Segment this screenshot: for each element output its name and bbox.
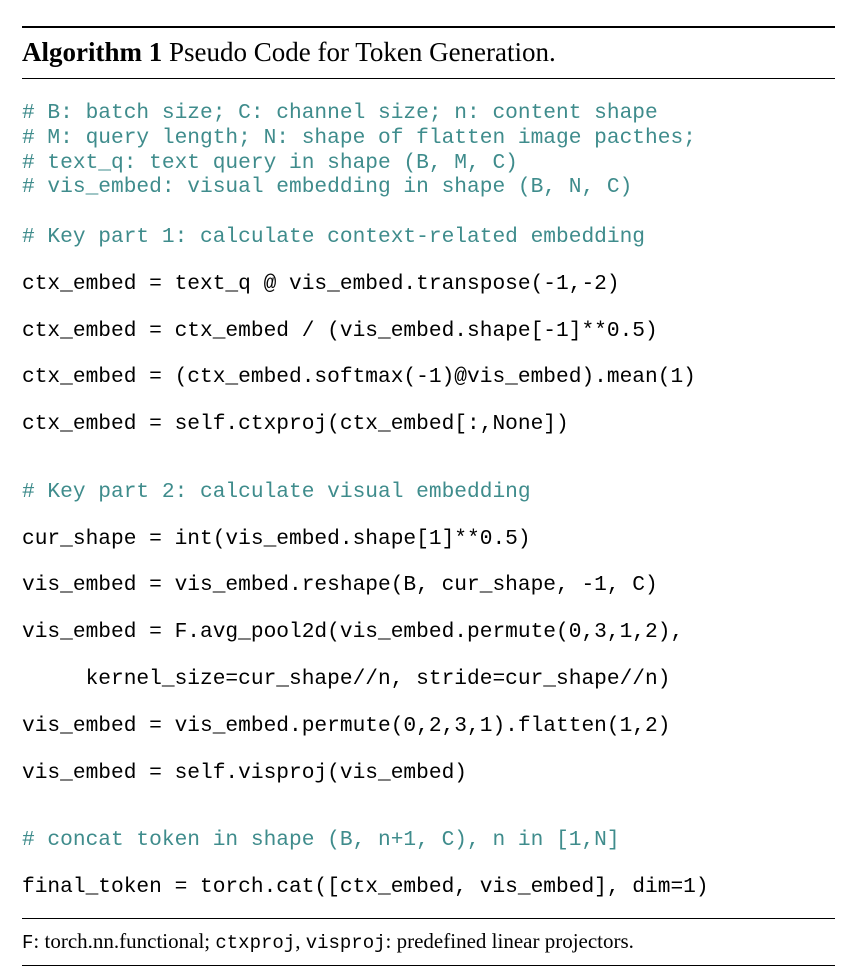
code-comment-line: # M: query length; N: shape of flatten i… <box>22 125 696 150</box>
code-line: vis_embed = F.avg_pool2d(vis_embed.permu… <box>22 620 684 645</box>
code-line: vis_embed = vis_embed.permute(0,2,3,1).f… <box>22 713 671 738</box>
title-rule <box>22 78 835 79</box>
top-rule <box>22 26 835 28</box>
footnote-visproj: visproj <box>305 931 386 954</box>
algorithm-caption: Pseudo Code for Token Generation. <box>162 37 556 67</box>
code-comment-line: # vis_embed: visual embedding in shape (… <box>22 175 633 200</box>
code-comment-line: # B: batch size; C: channel size; n: con… <box>22 101 658 125</box>
code-comment-line: # Key part 2: calculate visual embedding <box>22 479 531 504</box>
code-line: ctx_embed = text_q @ vis_embed.transpose… <box>22 271 620 296</box>
footnote-tail: : predefined linear projectors. <box>385 928 634 953</box>
algorithm-label: Algorithm 1 <box>22 37 163 67</box>
code-line: ctx_embed = self.ctxproj(ctx_embed[:,Non… <box>22 412 569 437</box>
code-line: ctx_embed = ctx_embed / (vis_embed.shape… <box>22 318 658 343</box>
code-line: vis_embed = vis_embed.reshape(B, cur_sha… <box>22 573 658 598</box>
code-line: cur_shape = int(vis_embed.shape[1]**0.5) <box>22 526 531 551</box>
algorithm-title: Algorithm 1 Pseudo Code for Token Genera… <box>22 28 835 78</box>
code-line: vis_embed = self.visproj(vis_embed) <box>22 760 468 785</box>
footnote-f-symbol: F <box>22 931 34 954</box>
code-line: kernel_size=cur_shape//n, stride=cur_sha… <box>22 666 671 691</box>
code-comment-line: # text_q: text query in shape (B, M, C) <box>22 150 518 175</box>
code-blank-line <box>22 200 835 225</box>
code-line: final_token = torch.cat([ctx_embed, vis_… <box>22 874 709 899</box>
code-comment-line: # concat token in shape (B, n+1, C), n i… <box>22 828 620 853</box>
algorithm-block: Algorithm 1 Pseudo Code for Token Genera… <box>22 26 835 966</box>
footnote-f-text: : torch.nn.functional; <box>33 928 216 953</box>
footnote-ctxproj: ctxproj <box>215 931 296 954</box>
footnote: F: torch.nn.functional; ctxproj, visproj… <box>22 919 835 965</box>
code-comment-line: # Key part 1: calculate context-related … <box>22 224 646 249</box>
code-blank-line <box>22 803 835 828</box>
code-block: # B: batch size; C: channel size; n: con… <box>22 101 835 900</box>
code-blank-line <box>22 455 835 480</box>
code-line: ctx_embed = (ctx_embed.softmax(-1)@vis_e… <box>22 365 696 390</box>
footnote-sep: , <box>295 928 306 953</box>
